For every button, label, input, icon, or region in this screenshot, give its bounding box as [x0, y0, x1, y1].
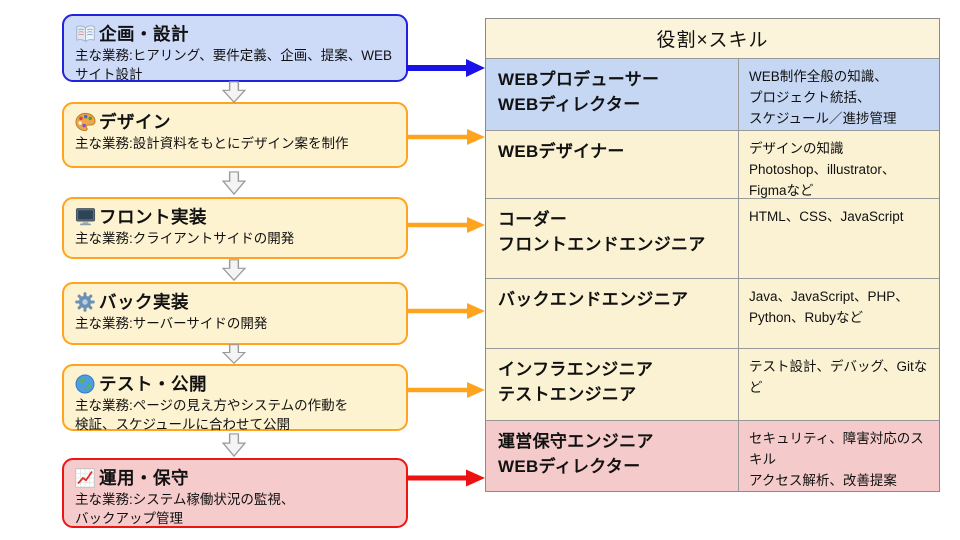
down-arrow-icon [222, 433, 246, 457]
flow-arrow-operation-icon [406, 467, 486, 489]
table-row: コーダー フロントエンドエンジニア HTML、CSS、JavaScript [486, 199, 939, 279]
role-cell: バックエンドエンジニア [498, 290, 689, 309]
stage-box-test-release: テスト・公開 主な業務:ページの見え方やシステムの作動を 検証、スケジュールに合… [62, 364, 408, 432]
stage-title: デザイン [99, 112, 171, 132]
flow-arrow-design-icon [406, 126, 486, 148]
stage-box-frontend: フロント実装 主な業務:クライアントサイドの開発 [62, 197, 408, 259]
stage-title: テスト・公開 [99, 374, 207, 394]
stage-description: 主な業務:設計資料をもとにデザイン案を制作 [75, 136, 349, 151]
stage-box-operation-maintenance: 運用・保守 主な業務:システム稼働状況の監視、 バックアップ管理 [62, 458, 408, 528]
stage-title-row: 運用・保守 [75, 465, 395, 490]
table-row: 運営保守エンジニア WEBディレクター セキュリティ、障害対応のスキル アクセス… [486, 421, 939, 491]
stage-title-row: バック実装 [75, 289, 395, 314]
role-cell: コーダー フロントエンドエンジニア [498, 210, 706, 254]
stage-title-row: デザイン [75, 109, 395, 134]
role-cell: インフラエンジニア テストエンジニア [498, 360, 654, 404]
flow-arrow-planning-icon [406, 57, 486, 79]
globe-icon [75, 374, 96, 394]
stage-description: 主な業務:ヒアリング、要件定義、企画、提案、WEB サイト設計 [75, 48, 393, 82]
stage-description: 主な業務:システム稼働状況の監視、 バックアップ管理 [75, 492, 295, 526]
stage-title: 企画・設計 [99, 24, 189, 44]
down-arrow-icon [222, 259, 246, 281]
chart-icon [75, 467, 96, 488]
palette-icon [75, 112, 96, 132]
role-skill-table: 役割×スキル WEBプロデューサー WEBディレクター WEB制作全般の知識、 … [485, 18, 940, 492]
flow-arrow-backend-icon [406, 300, 486, 322]
skill-cell: HTML、CSS、JavaScript [738, 199, 939, 278]
skill-cell: テスト設計、デバッグ、Gitなど [738, 349, 939, 420]
role-cell: WEBプロデューサー WEBディレクター [498, 70, 660, 114]
stage-title-row: テスト・公開 [75, 371, 395, 396]
table-header: 役割×スキル [486, 19, 939, 59]
book-icon [75, 24, 96, 44]
stage-title-row: フロント実装 [75, 204, 395, 229]
skill-cell: Java、JavaScript、PHP、 Python、Rubyなど [738, 279, 939, 348]
stage-box-planning-design: 企画・設計 主な業務:ヒアリング、要件定義、企画、提案、WEB サイト設計 [62, 14, 408, 82]
gear-icon [75, 291, 96, 312]
stage-title: 運用・保守 [99, 468, 189, 488]
down-arrow-icon [222, 344, 246, 364]
table-row: WEBプロデューサー WEBディレクター WEB制作全般の知識、 プロジェクト統… [486, 59, 939, 131]
table-row: インフラエンジニア テストエンジニア テスト設計、デバッグ、Gitなど [486, 349, 939, 421]
stage-title-row: 企画・設計 [75, 21, 395, 46]
skill-cell: セキュリティ、障害対応のスキル アクセス解析、改善提案 [738, 421, 939, 491]
stage-description: 主な業務:サーバーサイドの開発 [75, 316, 268, 331]
table-row: バックエンドエンジニア Java、JavaScript、PHP、 Python、… [486, 279, 939, 349]
computer-icon [75, 207, 96, 227]
flow-arrow-frontend-icon [406, 214, 486, 236]
down-arrow-icon [222, 171, 246, 195]
stage-description: 主な業務:ページの見え方やシステムの作動を 検証、スケジュールに合わせて公開 [75, 398, 349, 432]
skill-cell: WEB制作全般の知識、 プロジェクト統括、 スケジュール／進捗管理 [738, 59, 939, 130]
down-arrow-icon [222, 81, 246, 103]
table-row: WEBデザイナー デザインの知識 Photoshop、illustrator、 … [486, 131, 939, 199]
role-cell: 運営保守エンジニア WEBディレクター [498, 432, 654, 476]
stage-box-design: デザイン 主な業務:設計資料をもとにデザイン案を制作 [62, 102, 408, 168]
stage-box-backend: バック実装 主な業務:サーバーサイドの開発 [62, 282, 408, 345]
skill-cell: デザインの知識 Photoshop、illustrator、 Figmaなど [738, 131, 939, 198]
flow-arrow-test-icon [406, 379, 486, 401]
stage-title: バック実装 [99, 292, 189, 312]
stage-description: 主な業務:クライアントサイドの開発 [75, 231, 295, 246]
stage-title: フロント実装 [99, 207, 207, 227]
role-cell: WEBデザイナー [498, 142, 625, 161]
